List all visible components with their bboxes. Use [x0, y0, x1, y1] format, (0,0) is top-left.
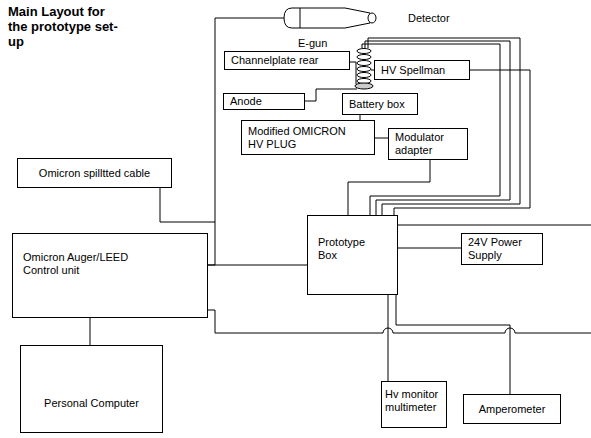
detector-coil [357, 67, 371, 72]
component-box: Channelplate rear [224, 51, 350, 70]
box-label: Omicron Auger/LEED Control unit [23, 251, 148, 277]
box-label: 24V Power Supply [468, 236, 530, 262]
detector-coil [357, 49, 371, 54]
connector-wire [396, 295, 510, 394]
component-box: Omicron spilltted cable [17, 158, 172, 188]
connector-wire [388, 295, 389, 381]
component-box: Amperometer [463, 394, 561, 424]
channelplate-disc [355, 83, 373, 89]
component-box: Prototype Box [307, 215, 398, 295]
component-box: Personal Computer [20, 345, 163, 433]
egun-band [300, 8, 301, 28]
box-label: Amperometer [479, 403, 546, 416]
box-label: Anode [230, 95, 262, 108]
box-label: Personal Computer [44, 397, 139, 410]
channelplate-lead [350, 62, 356, 84]
component-box: Omicron Auger/LEED Control unit [12, 233, 208, 318]
diagram-title: Main Layout for the prototype set-up [8, 4, 122, 49]
detector-cable [368, 38, 520, 215]
offpage-wire [398, 225, 591, 226]
layout-wires [208, 8, 591, 333]
box-label: Channelplate rear [231, 54, 318, 67]
connector-wire [90, 318, 91, 345]
component-box: Hv monitor multimeter [381, 381, 447, 428]
connector-wire [208, 265, 307, 266]
component-box: Modulator adapter [388, 128, 468, 160]
box-label: Hv monitor multimeter [385, 388, 443, 414]
egun-tip [368, 13, 376, 23]
component-box: Modified OMICRON HV PLUG [241, 120, 375, 155]
part-label: E-gun [298, 37, 327, 50]
offpage-wire [208, 310, 591, 333]
box-label: Modulator adapter [395, 131, 457, 157]
connector-wire [398, 248, 461, 249]
box-label: HV Spellman [381, 64, 445, 77]
detector-cable [365, 41, 510, 215]
box-label: Omicron spilltted cable [39, 167, 150, 180]
part-label: Detector [408, 12, 450, 25]
component-box: Battery box [342, 93, 418, 115]
box-label: Modified OMICRON HV PLUG [248, 125, 358, 151]
connector-wire [375, 138, 388, 139]
detector-coil [357, 73, 371, 78]
detector-coil [357, 61, 371, 66]
component-box: 24V Power Supply [461, 233, 543, 265]
detector-coil [357, 55, 371, 60]
component-box: HV Spellman [374, 60, 470, 80]
component-box: Anode [223, 93, 305, 110]
egun-body [284, 8, 370, 28]
box-label: Prototype Box [318, 236, 380, 262]
connector-wire [348, 160, 430, 215]
box-label: Battery box [349, 98, 405, 111]
